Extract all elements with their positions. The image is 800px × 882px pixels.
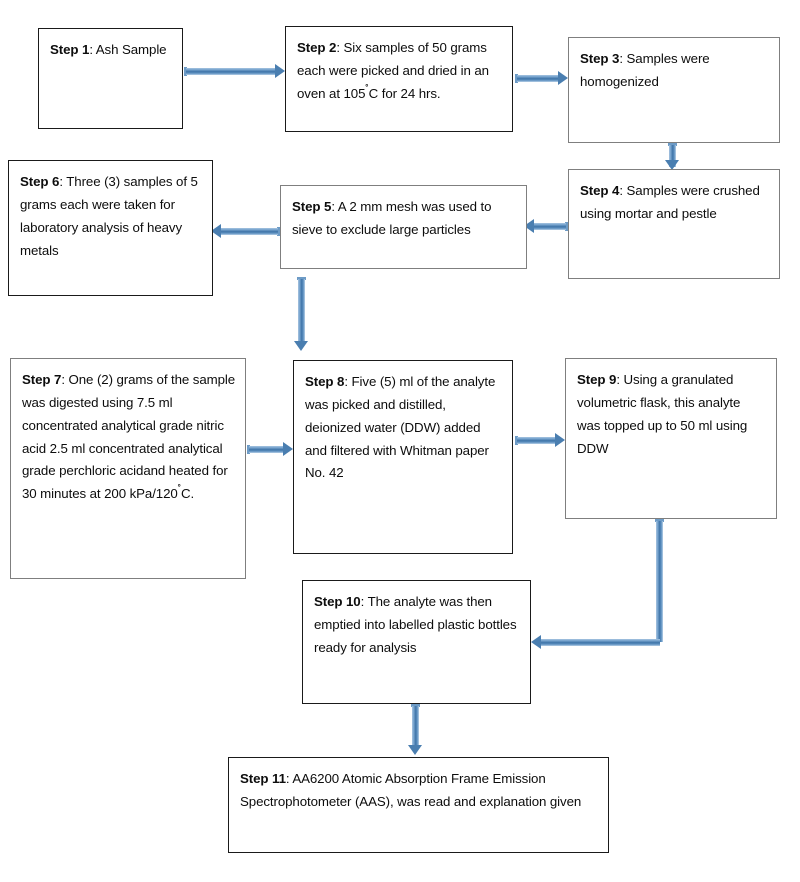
node-step10-label: Step 10 — [314, 594, 361, 609]
node-step6-text: Three (3) samples of 5 grams each were t… — [20, 174, 198, 258]
node-step8-sep: : — [344, 374, 352, 389]
node-step6-sep: : — [59, 174, 67, 189]
node-step1[interactable]: Step 1: Ash Sample — [38, 28, 183, 129]
node-step7-label: Step 7 — [22, 372, 62, 387]
node-step4-sep: : — [619, 183, 627, 198]
node-step7-sep: : — [61, 372, 69, 387]
node-step8-text: Five (5) ml of the analyte was picked an… — [305, 374, 496, 481]
node-step7-text-tail: C. — [180, 486, 195, 502]
node-step1-text: Ash Sample — [95, 42, 167, 57]
node-step11-text: AA6200 Atomic Absorption Frame Emission … — [240, 771, 582, 809]
node-step7[interactable]: Step 7: One (2) grams of the sample was … — [10, 358, 246, 579]
node-step7-text: One (2) grams of the sample was digested… — [22, 372, 236, 502]
node-step2[interactable]: Step 2: Six samples of 50 grams each wer… — [285, 26, 513, 132]
node-step2-label: Step 2 — [297, 40, 337, 55]
node-step5[interactable]: Step 5: A 2 mm mesh was used to sieve to… — [280, 185, 527, 269]
node-step2-text-tail: C for 24 hrs. — [368, 85, 441, 101]
node-step4-text: Samples were crushed using mortar and pe… — [580, 183, 760, 221]
node-step3-sep: : — [619, 51, 627, 66]
node-step9-label: Step 9 — [577, 372, 617, 387]
node-step10-sep: : — [360, 594, 368, 609]
node-step3-label: Step 3 — [580, 51, 620, 66]
node-step9-sep: : — [616, 372, 624, 387]
node-step10-text: The analyte was then emptied into labell… — [314, 594, 517, 655]
node-step2-sep: : — [336, 40, 344, 55]
node-step5-sep: : — [331, 199, 338, 214]
node-step8-label: Step 8 — [305, 374, 345, 389]
node-step5-label: Step 5 — [292, 199, 332, 214]
node-step9[interactable]: Step 9: Using a granulated volumetric fl… — [565, 358, 777, 519]
node-step2-text: Six samples of 50 grams each were picked… — [297, 40, 489, 101]
node-step3-text: Samples were homogenized — [580, 51, 710, 89]
node-step4[interactable]: Step 4: Samples were crushed using morta… — [568, 169, 780, 279]
node-step1-sep: : — [89, 42, 96, 57]
degree-symbol-icon: ˚ — [177, 484, 181, 496]
node-step1-label: Step 1 — [50, 42, 90, 57]
node-step11-label: Step 11 — [240, 771, 286, 786]
node-step6-label: Step 6 — [20, 174, 60, 189]
node-step3[interactable]: Step 3: Samples were homogenized — [568, 37, 780, 143]
node-step4-label: Step 4 — [580, 183, 620, 198]
node-step10[interactable]: Step 10: The analyte was then emptied in… — [302, 580, 531, 704]
node-step6[interactable]: Step 6: Three (3) samples of 5 grams eac… — [8, 160, 213, 296]
node-step11-sep: : — [285, 771, 293, 786]
node-step9-text: Using a granulated volumetric flask, thi… — [577, 372, 748, 456]
node-step8[interactable]: Step 8: Five (5) ml of the analyte was p… — [293, 360, 513, 554]
node-step5-text: A 2 mm mesh was used to sieve to exclude… — [292, 199, 492, 237]
node-step11[interactable]: Step 11: AA6200 Atomic Absorption Frame … — [228, 757, 609, 853]
degree-symbol-icon: ˚ — [365, 84, 369, 96]
